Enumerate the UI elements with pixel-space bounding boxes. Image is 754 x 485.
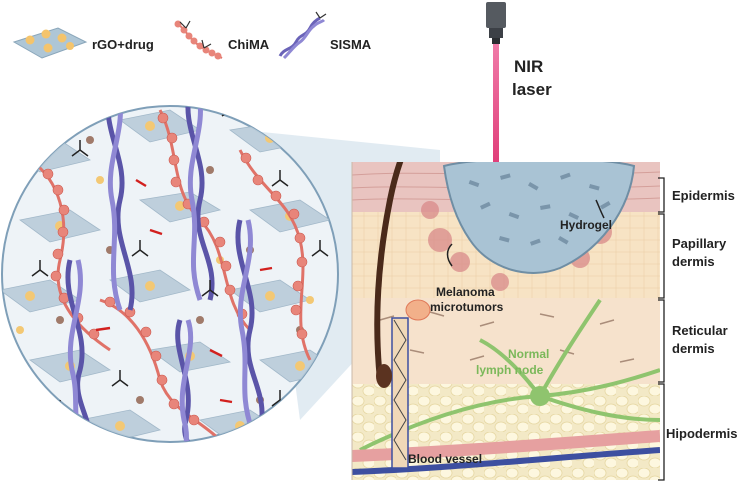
legend-rgo-label: rGO+drug [92,37,154,52]
skin-cross-section [352,162,660,480]
vertical-vessel [391,317,409,469]
hydrogel-pointer [595,199,605,219]
legend-chima-label: ChiMA [228,37,270,52]
melanoma-pointer [446,243,453,267]
chima-beads [28,112,308,426]
hipodermis-label: Hipodermis [666,426,738,441]
papillary-label-line2: dermis [672,254,715,269]
lymph-label-line2: lymph node [476,363,544,377]
laser-beam [493,44,499,162]
legend: rGO+drug ChiMA SISMA [12,11,372,60]
hydrogel-patch [442,162,636,274]
hair-strand [374,162,404,381]
sisma-helix-icon [278,11,327,60]
blood-vessel-label: Blood vessel [408,452,482,466]
melanoma-label-line1: Melanoma [436,285,495,299]
epidermis-label: Epidermis [672,188,735,203]
papillary-label-line1: Papillary [672,236,727,251]
blood-vessel-blue [352,447,660,475]
sisma-helices [65,106,265,442]
chima-chain-icon [174,20,223,60]
hair-follicle [376,364,392,388]
laser-label-line1: NIR [514,57,543,76]
legend-sisma-label: SISMA [330,37,372,52]
blood-vessel-red [352,430,660,462]
lymph-node-icon [530,386,550,406]
nir-laser [486,2,506,162]
hydrogel-label: Hydrogel [560,218,612,232]
rgo-sheet-icon [12,27,88,59]
reticular-label-line2: dermis [672,341,715,356]
crosslinks [95,178,273,404]
laser-head-icon [486,2,506,28]
reticular-label-line1: Reticular [672,323,728,338]
lymph-label-line1: Normal [508,347,549,361]
laser-label-line2: laser [512,80,552,99]
sebaceous-gland [405,299,431,321]
melanoma-label-line2: microtumors [430,300,504,314]
layer-brackets [658,177,665,481]
